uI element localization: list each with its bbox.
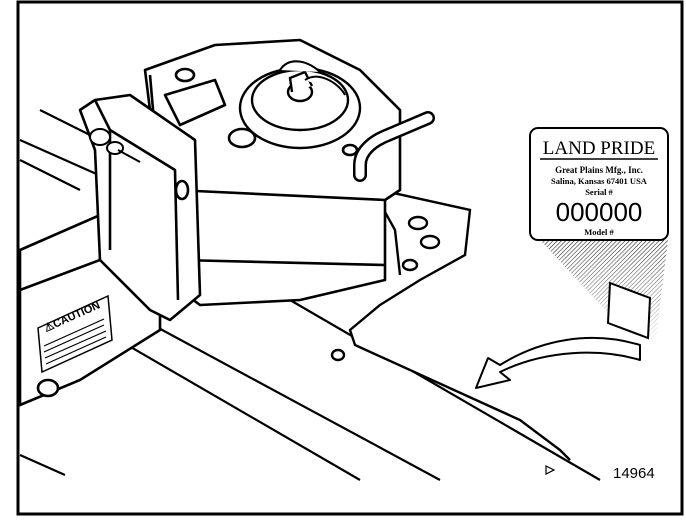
hitch-pin bbox=[89, 128, 141, 163]
handle-tube bbox=[355, 113, 433, 180]
small-triangle-marker bbox=[545, 465, 556, 475]
decal-model-label: Model # bbox=[584, 227, 614, 237]
grease-cap bbox=[238, 60, 362, 150]
decal-address: Salina, Kansas 67401 USA bbox=[551, 176, 648, 186]
plate-bolt-hole bbox=[330, 348, 346, 362]
serial-decal: LAND PRIDE Great Plains Mfg., Inc. Salin… bbox=[529, 127, 669, 241]
tube-hole bbox=[36, 378, 60, 398]
figure-number: 14964 bbox=[613, 465, 655, 482]
decal-serial-label: Serial # bbox=[585, 187, 613, 197]
location-arrow bbox=[475, 336, 641, 389]
decal-location-marker bbox=[606, 281, 652, 340]
decal-serial-value: 000000 bbox=[556, 197, 643, 227]
decal-company: Great Plains Mfg., Inc. bbox=[555, 165, 643, 175]
decal-brand: LAND PRIDE bbox=[543, 138, 655, 159]
caution-text-lines bbox=[43, 318, 107, 365]
